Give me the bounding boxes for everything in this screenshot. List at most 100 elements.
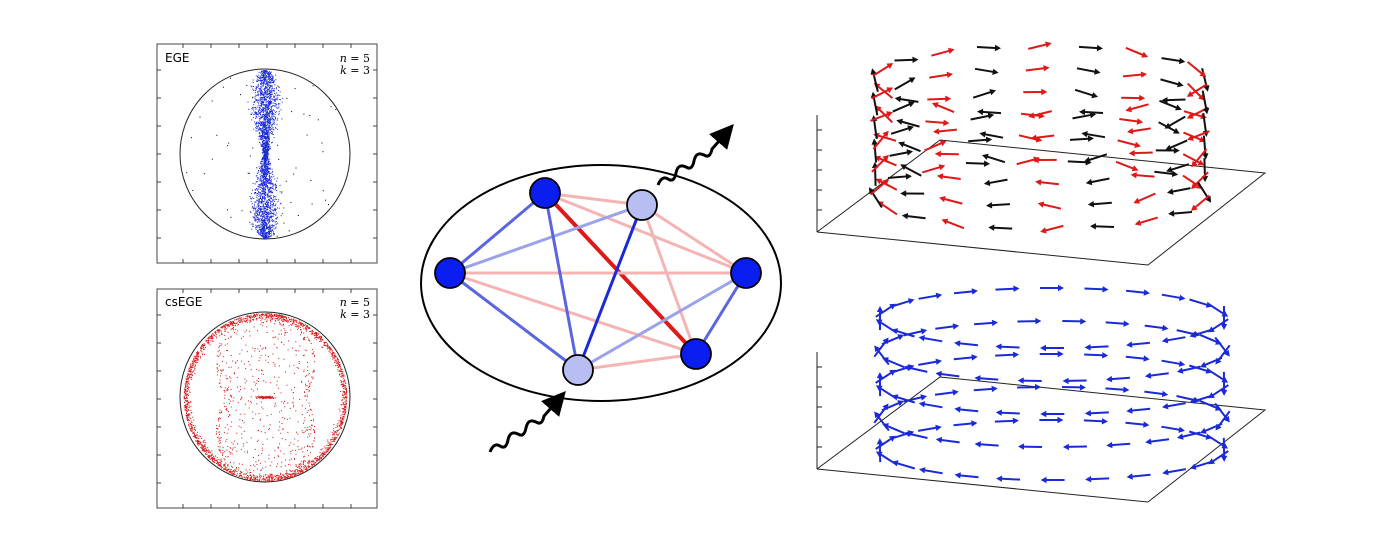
scatter-point xyxy=(298,320,300,322)
scatter-point xyxy=(247,172,249,174)
scatter-point xyxy=(254,193,256,195)
scatter-point xyxy=(282,97,284,99)
scatter-point xyxy=(224,334,226,336)
scatter-point xyxy=(236,321,238,323)
scatter-point xyxy=(265,150,267,152)
scatter-point xyxy=(256,477,258,479)
scatter-point xyxy=(204,344,206,346)
scatter-point xyxy=(333,423,335,425)
scatter-point xyxy=(308,459,310,461)
scatter-point xyxy=(250,369,252,371)
scatter-point xyxy=(312,330,314,332)
scatter-point xyxy=(262,181,264,183)
scatter-point xyxy=(187,414,189,416)
scatter-point xyxy=(270,181,272,182)
scatter-point xyxy=(191,366,193,368)
scatter-point xyxy=(256,112,258,114)
scatter-point xyxy=(295,453,297,455)
scatter-point xyxy=(266,111,268,113)
scatter-point xyxy=(197,351,199,352)
scatter-point xyxy=(255,130,257,132)
scatter-point xyxy=(268,454,270,456)
scatter-point xyxy=(252,225,254,227)
scatter-point xyxy=(218,349,220,351)
scatter-point xyxy=(263,152,265,153)
scatter-point xyxy=(266,235,268,237)
scatter-point xyxy=(295,472,297,474)
scatter-point xyxy=(342,393,344,395)
scatter-point xyxy=(265,348,267,349)
scatter-point xyxy=(300,472,302,474)
scatter-point xyxy=(260,93,262,94)
scatter-point xyxy=(226,470,228,472)
scatter-point xyxy=(272,122,274,124)
scatter-point xyxy=(260,95,262,97)
scatter-point xyxy=(263,231,265,233)
scatter-point xyxy=(260,86,262,88)
scatter-point xyxy=(258,480,260,482)
scatter-point xyxy=(262,114,263,116)
scatter-point xyxy=(273,220,275,222)
scatter-point xyxy=(274,450,276,452)
scatter-point xyxy=(262,104,264,106)
scatter-point xyxy=(303,468,305,470)
scatter-point xyxy=(288,473,290,475)
scatter-point xyxy=(316,460,318,462)
scatter-point xyxy=(186,412,187,414)
scatter-point xyxy=(218,418,220,420)
scatter-point xyxy=(262,137,264,139)
scatter-point xyxy=(256,95,258,97)
scatter-point xyxy=(258,214,260,216)
scatter-point xyxy=(271,113,273,114)
scatter-point xyxy=(261,129,263,131)
scatter-point xyxy=(265,237,267,239)
scatter-point xyxy=(311,329,313,331)
scatter-point xyxy=(271,133,273,135)
scatter-point xyxy=(265,205,267,207)
scatter-point xyxy=(260,99,262,101)
scatter-point xyxy=(265,153,267,154)
scatter-point xyxy=(197,362,199,364)
scatter-point xyxy=(197,357,199,359)
scatter-point xyxy=(273,313,275,315)
scatter-point xyxy=(268,171,270,173)
scatter-point xyxy=(269,115,270,117)
scatter-point xyxy=(265,146,267,148)
scatter-point xyxy=(346,391,348,393)
scatter-point xyxy=(189,426,190,428)
scatter-point xyxy=(236,432,238,434)
scatter-point xyxy=(264,98,266,100)
scatter-point xyxy=(319,456,320,458)
scatter-point xyxy=(275,223,277,225)
scatter-point xyxy=(243,443,245,445)
scatter-point xyxy=(271,226,273,228)
scatter-point xyxy=(220,385,221,387)
scatter-point xyxy=(207,341,209,343)
scatter-point xyxy=(218,462,220,464)
scatter-point xyxy=(289,476,291,478)
scatter-point xyxy=(260,319,262,321)
scatter-point xyxy=(341,376,343,378)
scatter-point xyxy=(226,388,228,390)
scatter-point xyxy=(267,179,269,181)
scatter-point xyxy=(312,464,314,465)
scatter-point xyxy=(187,374,189,376)
scatter-point xyxy=(272,102,274,104)
scatter-point xyxy=(269,124,271,126)
scatter-point xyxy=(260,101,262,103)
scatter-point xyxy=(290,458,292,460)
scatter-point xyxy=(258,128,260,130)
scatter-point xyxy=(320,457,322,459)
scatter-point xyxy=(211,340,213,342)
scatter-point xyxy=(258,71,260,73)
scatter-point xyxy=(279,203,281,205)
scatter-point xyxy=(274,100,276,102)
scatter-point xyxy=(276,111,277,113)
scatter-point xyxy=(287,476,289,478)
scatter-point xyxy=(246,477,248,479)
scatter-point xyxy=(225,328,227,330)
scatter-point xyxy=(308,373,310,374)
scatter-point xyxy=(247,477,249,479)
scatter-point xyxy=(331,443,333,445)
scatter-point xyxy=(221,327,223,329)
